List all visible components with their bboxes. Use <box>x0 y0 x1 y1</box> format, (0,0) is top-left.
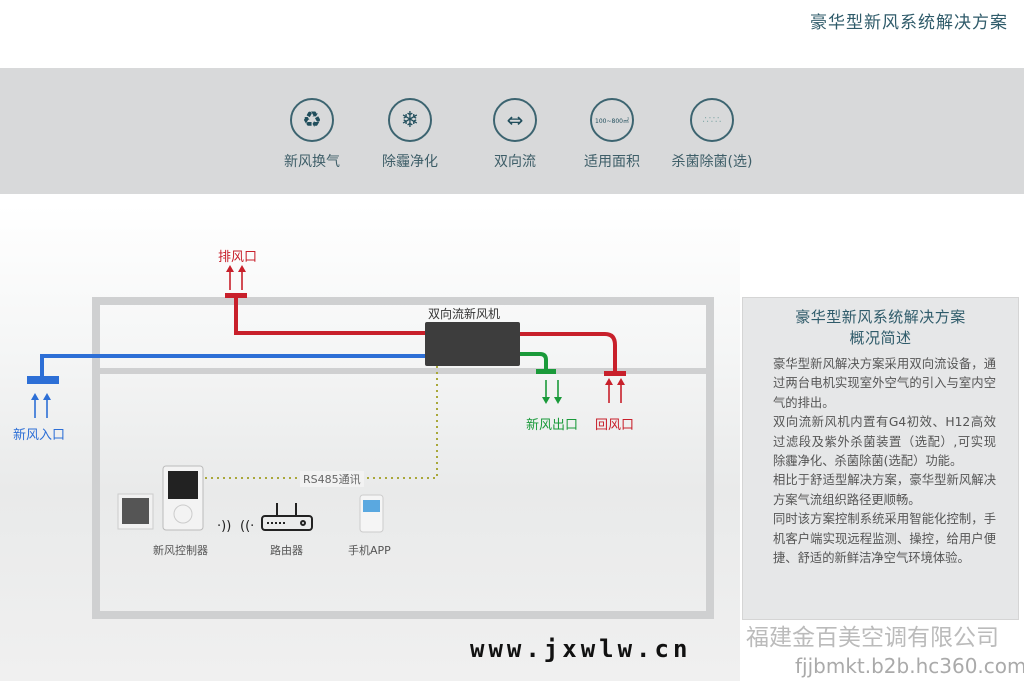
panel-body: 豪华型新风解决方案采用双向流设备，通过两台电机实现室外空气的引入与室内空气的排出… <box>743 355 1018 568</box>
return-label: 回风口 <box>595 418 635 433</box>
feature-label: 适用面积 <box>584 154 640 170</box>
exhaust-label: 排风口 <box>218 250 258 265</box>
feature-label: 双向流 <box>494 154 536 170</box>
feature-label: 杀菌除菌(选) <box>671 154 753 170</box>
panel-title-line2: 概况简述 <box>849 329 912 347</box>
feature-sterilize: ∴∵∴ 杀菌除菌(选) <box>657 98 767 171</box>
watermark-company: 福建金百美空调有限公司 <box>746 625 999 651</box>
intake-label: 新风入口 <box>13 428 66 443</box>
wifi-signal-icon: ((· <box>240 519 254 534</box>
recycle-icon: ♻ <box>290 98 334 142</box>
page-title: 豪华型新风系统解决方案 <box>810 13 1008 33</box>
panel-paragraph: 双向流新风机内置有G4初效、H12高效过滤段及紫外杀菌装置（选配）,可实现除霾净… <box>773 415 996 469</box>
feature-label: 除霾净化 <box>382 154 438 170</box>
machine-label: 双向流新风机 <box>428 307 501 321</box>
panel-title-line1: 豪华型新风系统解决方案 <box>795 308 966 326</box>
double-arrow-icon: ⇔ <box>493 98 537 142</box>
app-label: 手机APP <box>348 544 391 557</box>
outlet-vent-icon <box>536 369 556 374</box>
overview-panel: 豪华型新风系统解决方案概况简述 豪华型新风解决方案采用双向流设备，通过两台电机实… <box>742 297 1019 620</box>
feature-fresh-air: ♻ 新风换气 <box>257 98 367 171</box>
intake-arrows-icon <box>31 393 51 418</box>
router-icon <box>261 503 313 531</box>
router-label: 路由器 <box>270 544 303 557</box>
watermark-site: www.jxwlw.cn <box>470 635 692 663</box>
wifi-signal-icon: ·)) <box>217 519 231 534</box>
area-icon: 100~800㎡ <box>590 98 634 142</box>
phone-screen <box>363 500 380 512</box>
up-arrows-icon <box>226 265 625 403</box>
wall-panel-icon <box>122 498 149 524</box>
feature-purify: ❄ 除霾净化 <box>355 98 465 171</box>
panel-paragraph: 相比于舒适型解决方案，豪华型新风解决方案气流组织路径更顺畅。 <box>773 473 996 507</box>
exhaust-vent-icon <box>225 293 247 298</box>
ceiling-line <box>100 368 706 374</box>
outlet-pipe <box>520 352 548 370</box>
panel-paragraph: 豪华型新风解决方案采用双向流设备，通过两台电机实现室外空气的引入与室内空气的排出… <box>773 357 996 410</box>
intake-vent-icon <box>27 376 59 384</box>
return-vent-icon <box>604 371 626 376</box>
rs485-label: RS485通讯 <box>300 471 364 487</box>
watermark-url: fjjbmkt.b2b.hc360.com <box>795 654 1024 678</box>
controller-dial <box>173 504 193 524</box>
controller-label: 新风控制器 <box>153 544 208 557</box>
germ-icon: ∴∵∴ <box>690 98 734 142</box>
room-background <box>0 205 740 681</box>
down-arrows-icon <box>542 380 562 404</box>
outlet-label: 新风出口 <box>526 418 579 433</box>
exhaust-pipe <box>234 296 617 372</box>
snowflake-icon: ❄ <box>388 98 432 142</box>
controller-screen <box>168 471 198 499</box>
panel-title: 豪华型新风系统解决方案概况简述 <box>743 307 1018 349</box>
house-outline <box>92 297 714 619</box>
panel-paragraph: 同时该方案控制系统采用智能化控制，手机客户端实现远程监测、操控，给用户便捷、舒适… <box>773 512 996 566</box>
feature-bidirectional: ⇔ 双向流 <box>460 98 570 171</box>
intake-pipe <box>40 354 425 376</box>
airflow-diagram: ·)) ((· <box>27 265 626 534</box>
rs485-line <box>205 366 438 479</box>
feature-label: 新风换气 <box>284 154 340 170</box>
ventilator-unit <box>425 322 520 366</box>
